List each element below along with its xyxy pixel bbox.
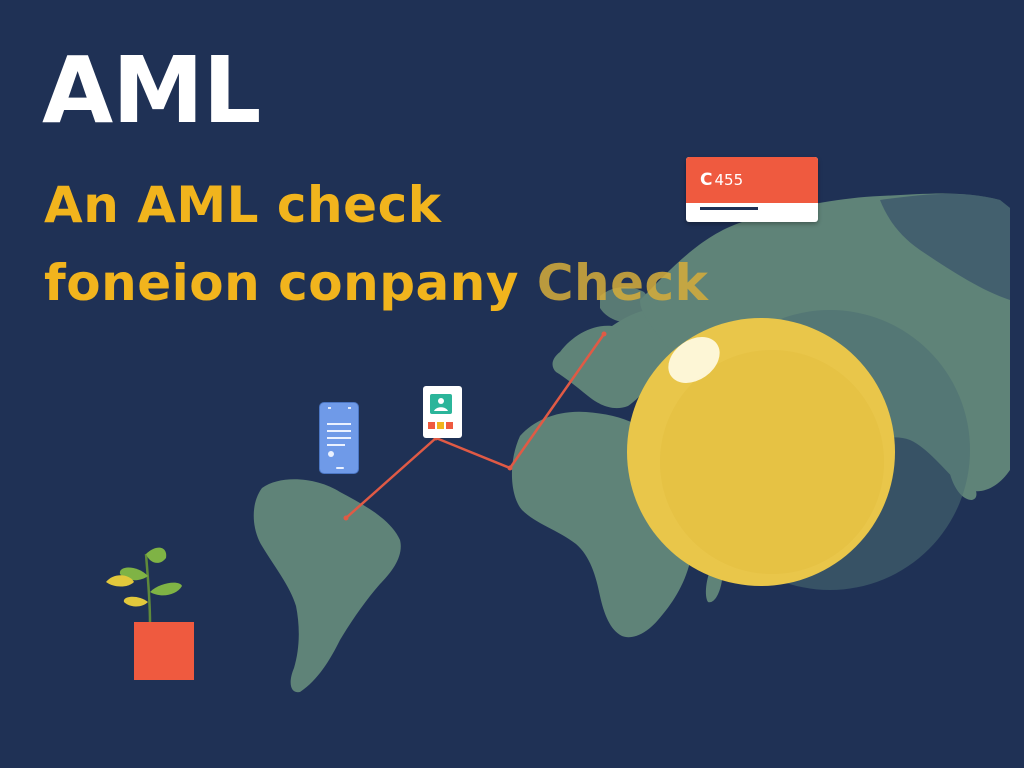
subtitle-line-2-main: foneion conpany: [44, 254, 537, 312]
route-dot: [601, 331, 607, 337]
id-document-icon: [423, 386, 462, 438]
coin-highlight: [668, 337, 720, 383]
south-america-landmass: [253, 479, 401, 693]
asia-shadow: [880, 193, 1010, 300]
subtitle-line-2-faded: Check: [536, 254, 709, 312]
card-stripe: [700, 207, 758, 210]
card-header: C 455: [686, 157, 818, 203]
coin-inner-shade: [660, 350, 884, 574]
gold-coin-icon: [627, 318, 895, 586]
page-title: AML: [42, 37, 261, 144]
subtitle-line-1: An AML check: [44, 176, 442, 234]
potted-plant-icon: [106, 547, 194, 680]
subtitle-line-2: foneion conpany Check: [44, 244, 708, 322]
phone-screen: [327, 407, 351, 469]
transfer-route-icon: [344, 332, 606, 520]
card-logo: C: [700, 170, 713, 190]
bank-card-icon: C 455: [686, 157, 818, 222]
mobile-phone-icon: [319, 402, 359, 474]
page-subtitle: An AML check foneion conpany Check: [44, 166, 708, 322]
document-content: [428, 394, 453, 429]
card-code: 455: [714, 171, 744, 189]
route-dot: [343, 515, 349, 521]
route-dot: [507, 465, 513, 471]
